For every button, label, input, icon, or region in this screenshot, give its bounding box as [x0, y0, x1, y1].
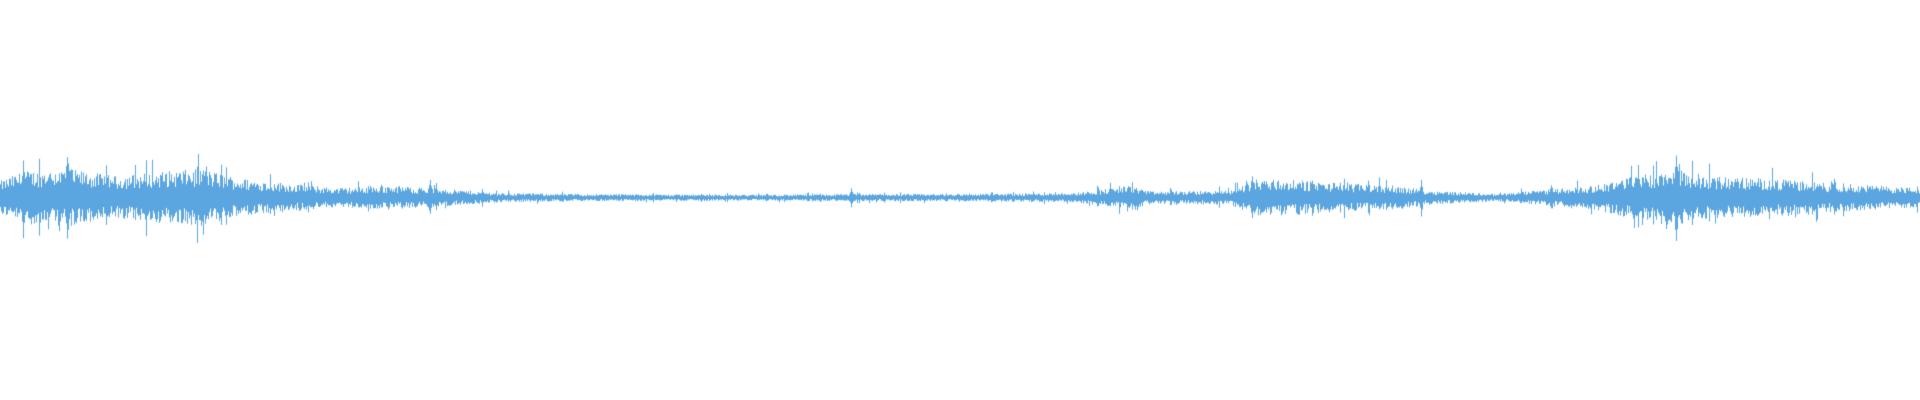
waveform-panel[interactable] [0, 0, 1920, 400]
audio-waveform[interactable] [0, 0, 1920, 400]
